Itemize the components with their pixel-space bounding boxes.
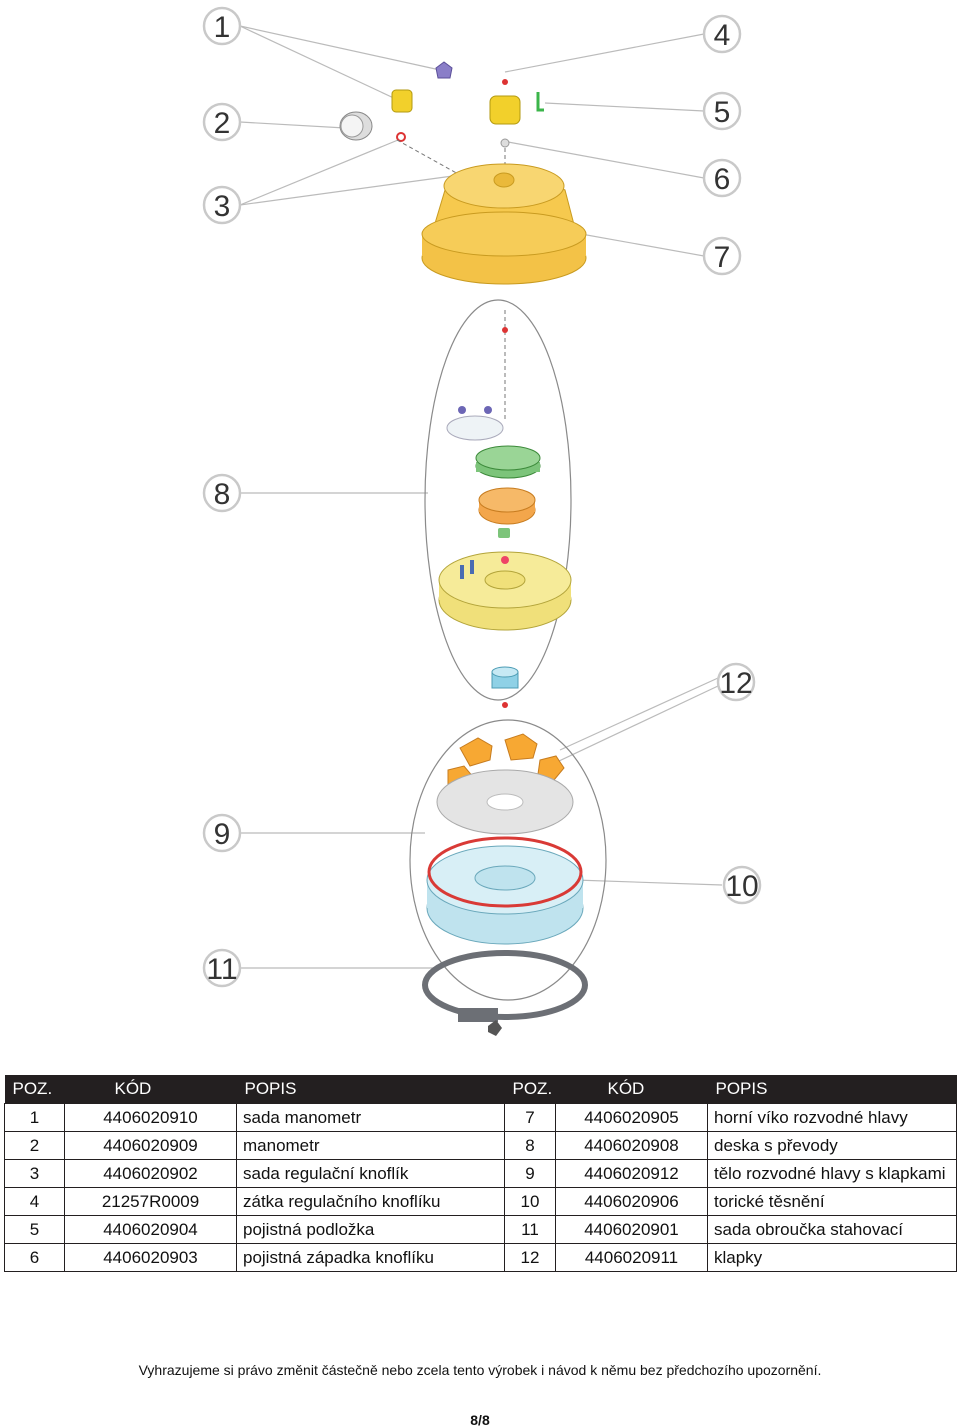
cell: 4406020904	[64, 1215, 237, 1244]
table-header-row: POZ. KÓD POPIS POZ. KÓD POPIS	[4, 1075, 957, 1104]
callout-7: 7	[714, 241, 731, 274]
cell: horní víko rozvodné hlavy	[707, 1103, 957, 1132]
cell: sada manometr	[236, 1103, 505, 1132]
cell: 3	[4, 1159, 65, 1188]
cell: torické těsnění	[707, 1187, 957, 1216]
cell: 10	[504, 1187, 556, 1216]
callout-6: 6	[714, 163, 731, 196]
cell: sada regulační knoflík	[236, 1159, 505, 1188]
cell: deska s převody	[707, 1131, 957, 1160]
distributor-plate-part	[438, 551, 572, 631]
assembly-group-outline-upper	[424, 299, 572, 701]
page-number: 8/8	[470, 1412, 490, 1428]
callout-4: 4	[714, 19, 731, 52]
clamp-ring-part	[422, 950, 588, 1036]
callout-11: 11	[206, 953, 237, 986]
cell: 4406020912	[555, 1159, 708, 1188]
cell: 21257R0009	[64, 1187, 237, 1216]
cell: klapky	[707, 1243, 957, 1272]
table-row: 5 4406020904 pojistná podložka 11 440602…	[4, 1215, 957, 1244]
table-row: 3 4406020902 sada regulační knoflík 9 44…	[4, 1159, 957, 1188]
col-kod: KÓD	[64, 1075, 237, 1104]
cell: 4406020909	[64, 1131, 237, 1160]
regulation-knob-set	[391, 89, 413, 142]
cell: 6	[4, 1243, 65, 1272]
cell: sada obroučka stahovací	[707, 1215, 957, 1244]
callout-10: 10	[725, 870, 758, 903]
cell: 8	[504, 1131, 556, 1160]
cell: 4406020911	[555, 1243, 708, 1272]
callout-12: 12	[719, 667, 752, 700]
callout-8: 8	[214, 478, 231, 511]
cell: 4406020902	[64, 1159, 237, 1188]
cell: 11	[504, 1215, 556, 1244]
head-body-part	[426, 845, 584, 945]
col-kod-2: KÓD	[555, 1075, 708, 1104]
cell: zátka regulačního knoflíku	[236, 1187, 505, 1216]
disclaimer-note: Vyhrazujeme si právo změnit částečně neb…	[138, 1362, 822, 1378]
o-ring-seal-part	[427, 836, 583, 908]
table-row: 1 4406020910 sada manometr 7 4406020905 …	[4, 1103, 957, 1132]
cell: 4406020908	[555, 1131, 708, 1160]
cell: 2	[4, 1131, 65, 1160]
callout-3: 3	[214, 190, 231, 223]
assembly-group-outline-lower	[409, 719, 607, 1001]
safety-washer-part	[489, 92, 544, 148]
col-poz-2: POZ.	[504, 1075, 556, 1104]
cell: 5	[4, 1215, 65, 1244]
cell: 7	[504, 1103, 556, 1132]
callout-2: 2	[214, 107, 231, 140]
cell: manometr	[236, 1131, 505, 1160]
cell: pojistná podložka	[236, 1215, 505, 1244]
gear-plate-part	[446, 406, 541, 479]
col-popis: POPIS	[236, 1075, 505, 1104]
cell: 4406020901	[555, 1215, 708, 1244]
cell: 4406020910	[64, 1103, 237, 1132]
impeller-part	[478, 487, 536, 538]
exploded-parts-diagram: 1 2 3 4 5 6 7 8 9 11 12 10	[202, 6, 762, 1036]
leader-lines	[239, 25, 723, 969]
col-popis-2: POPIS	[707, 1075, 957, 1104]
cell: 4406020906	[555, 1187, 708, 1216]
cell: tělo rozvodné hlavy s klapkami	[707, 1159, 957, 1188]
parts-table: POZ. KÓD POPIS POZ. KÓD POPIS 1 44060209…	[4, 1075, 957, 1272]
cell: 9	[504, 1159, 556, 1188]
callout-circles	[202, 6, 762, 988]
cell: 4406020903	[64, 1243, 237, 1272]
cell: 12	[504, 1243, 556, 1272]
cell: pojistná západka knoflíku	[236, 1243, 505, 1272]
col-poz: POZ.	[4, 1075, 65, 1104]
table-row: 2 4406020909 manometr 8 4406020908 deska…	[4, 1131, 957, 1160]
cell: 1	[4, 1103, 65, 1132]
callout-5: 5	[714, 96, 731, 129]
table-row: 6 4406020903 pojistná západka knoflíku 1…	[4, 1243, 957, 1272]
callout-1: 1	[214, 11, 231, 44]
small-cylinder-part	[491, 666, 519, 708]
knob-plug-part	[435, 61, 508, 85]
cell: 4406020905	[555, 1103, 708, 1132]
table-row: 4 21257R0009 zátka regulačního knoflíku …	[4, 1187, 957, 1216]
cell: 4	[4, 1187, 65, 1216]
upper-lid-part	[421, 163, 587, 285]
manometer-part	[339, 111, 373, 141]
callout-9: 9	[214, 818, 231, 851]
flap-plate-part	[436, 769, 574, 835]
